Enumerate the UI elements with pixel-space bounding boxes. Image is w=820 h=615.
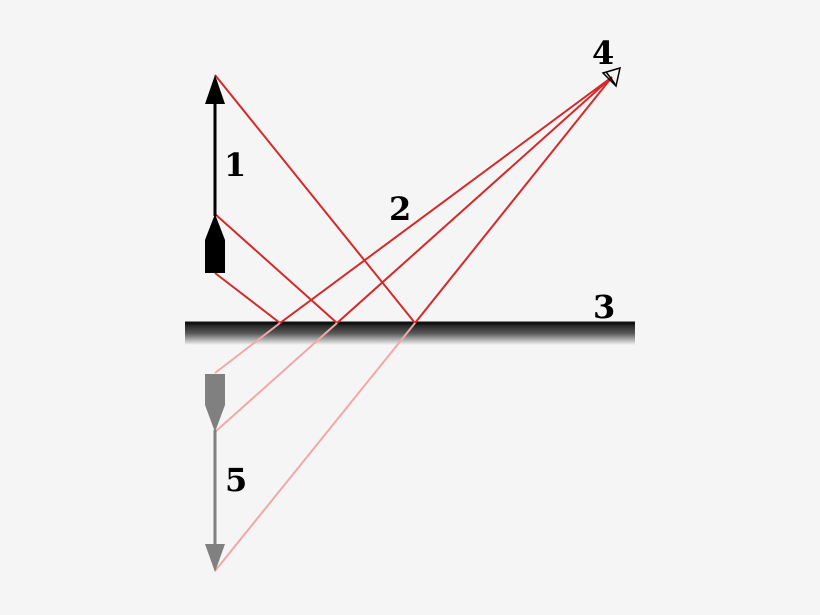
ray-from-arrow-base-bottom bbox=[214, 76, 613, 325]
eye-icon bbox=[601, 66, 622, 88]
real-rays bbox=[214, 74, 613, 325]
image-arrow bbox=[205, 374, 225, 572]
object-arrow bbox=[205, 75, 225, 273]
virtual-ray-tip bbox=[214, 322, 416, 572]
label-image: 5 bbox=[225, 461, 247, 499]
object-arrow-base bbox=[205, 214, 225, 273]
image-arrow-head bbox=[205, 544, 225, 572]
label-mirror: 3 bbox=[593, 288, 615, 326]
virtual-ray-base-top bbox=[214, 322, 338, 433]
object-arrow-head bbox=[205, 75, 225, 104]
ray-from-arrow-base-top bbox=[214, 76, 613, 325]
virtual-ray-base-bottom bbox=[214, 322, 281, 374]
label-rays: 2 bbox=[389, 190, 411, 228]
ray-from-arrow-tip bbox=[214, 74, 613, 325]
mirror-surface bbox=[185, 322, 635, 345]
virtual-rays bbox=[214, 322, 416, 572]
label-object: 1 bbox=[224, 146, 246, 184]
label-eye: 4 bbox=[592, 34, 614, 72]
image-arrow-base bbox=[205, 374, 225, 432]
